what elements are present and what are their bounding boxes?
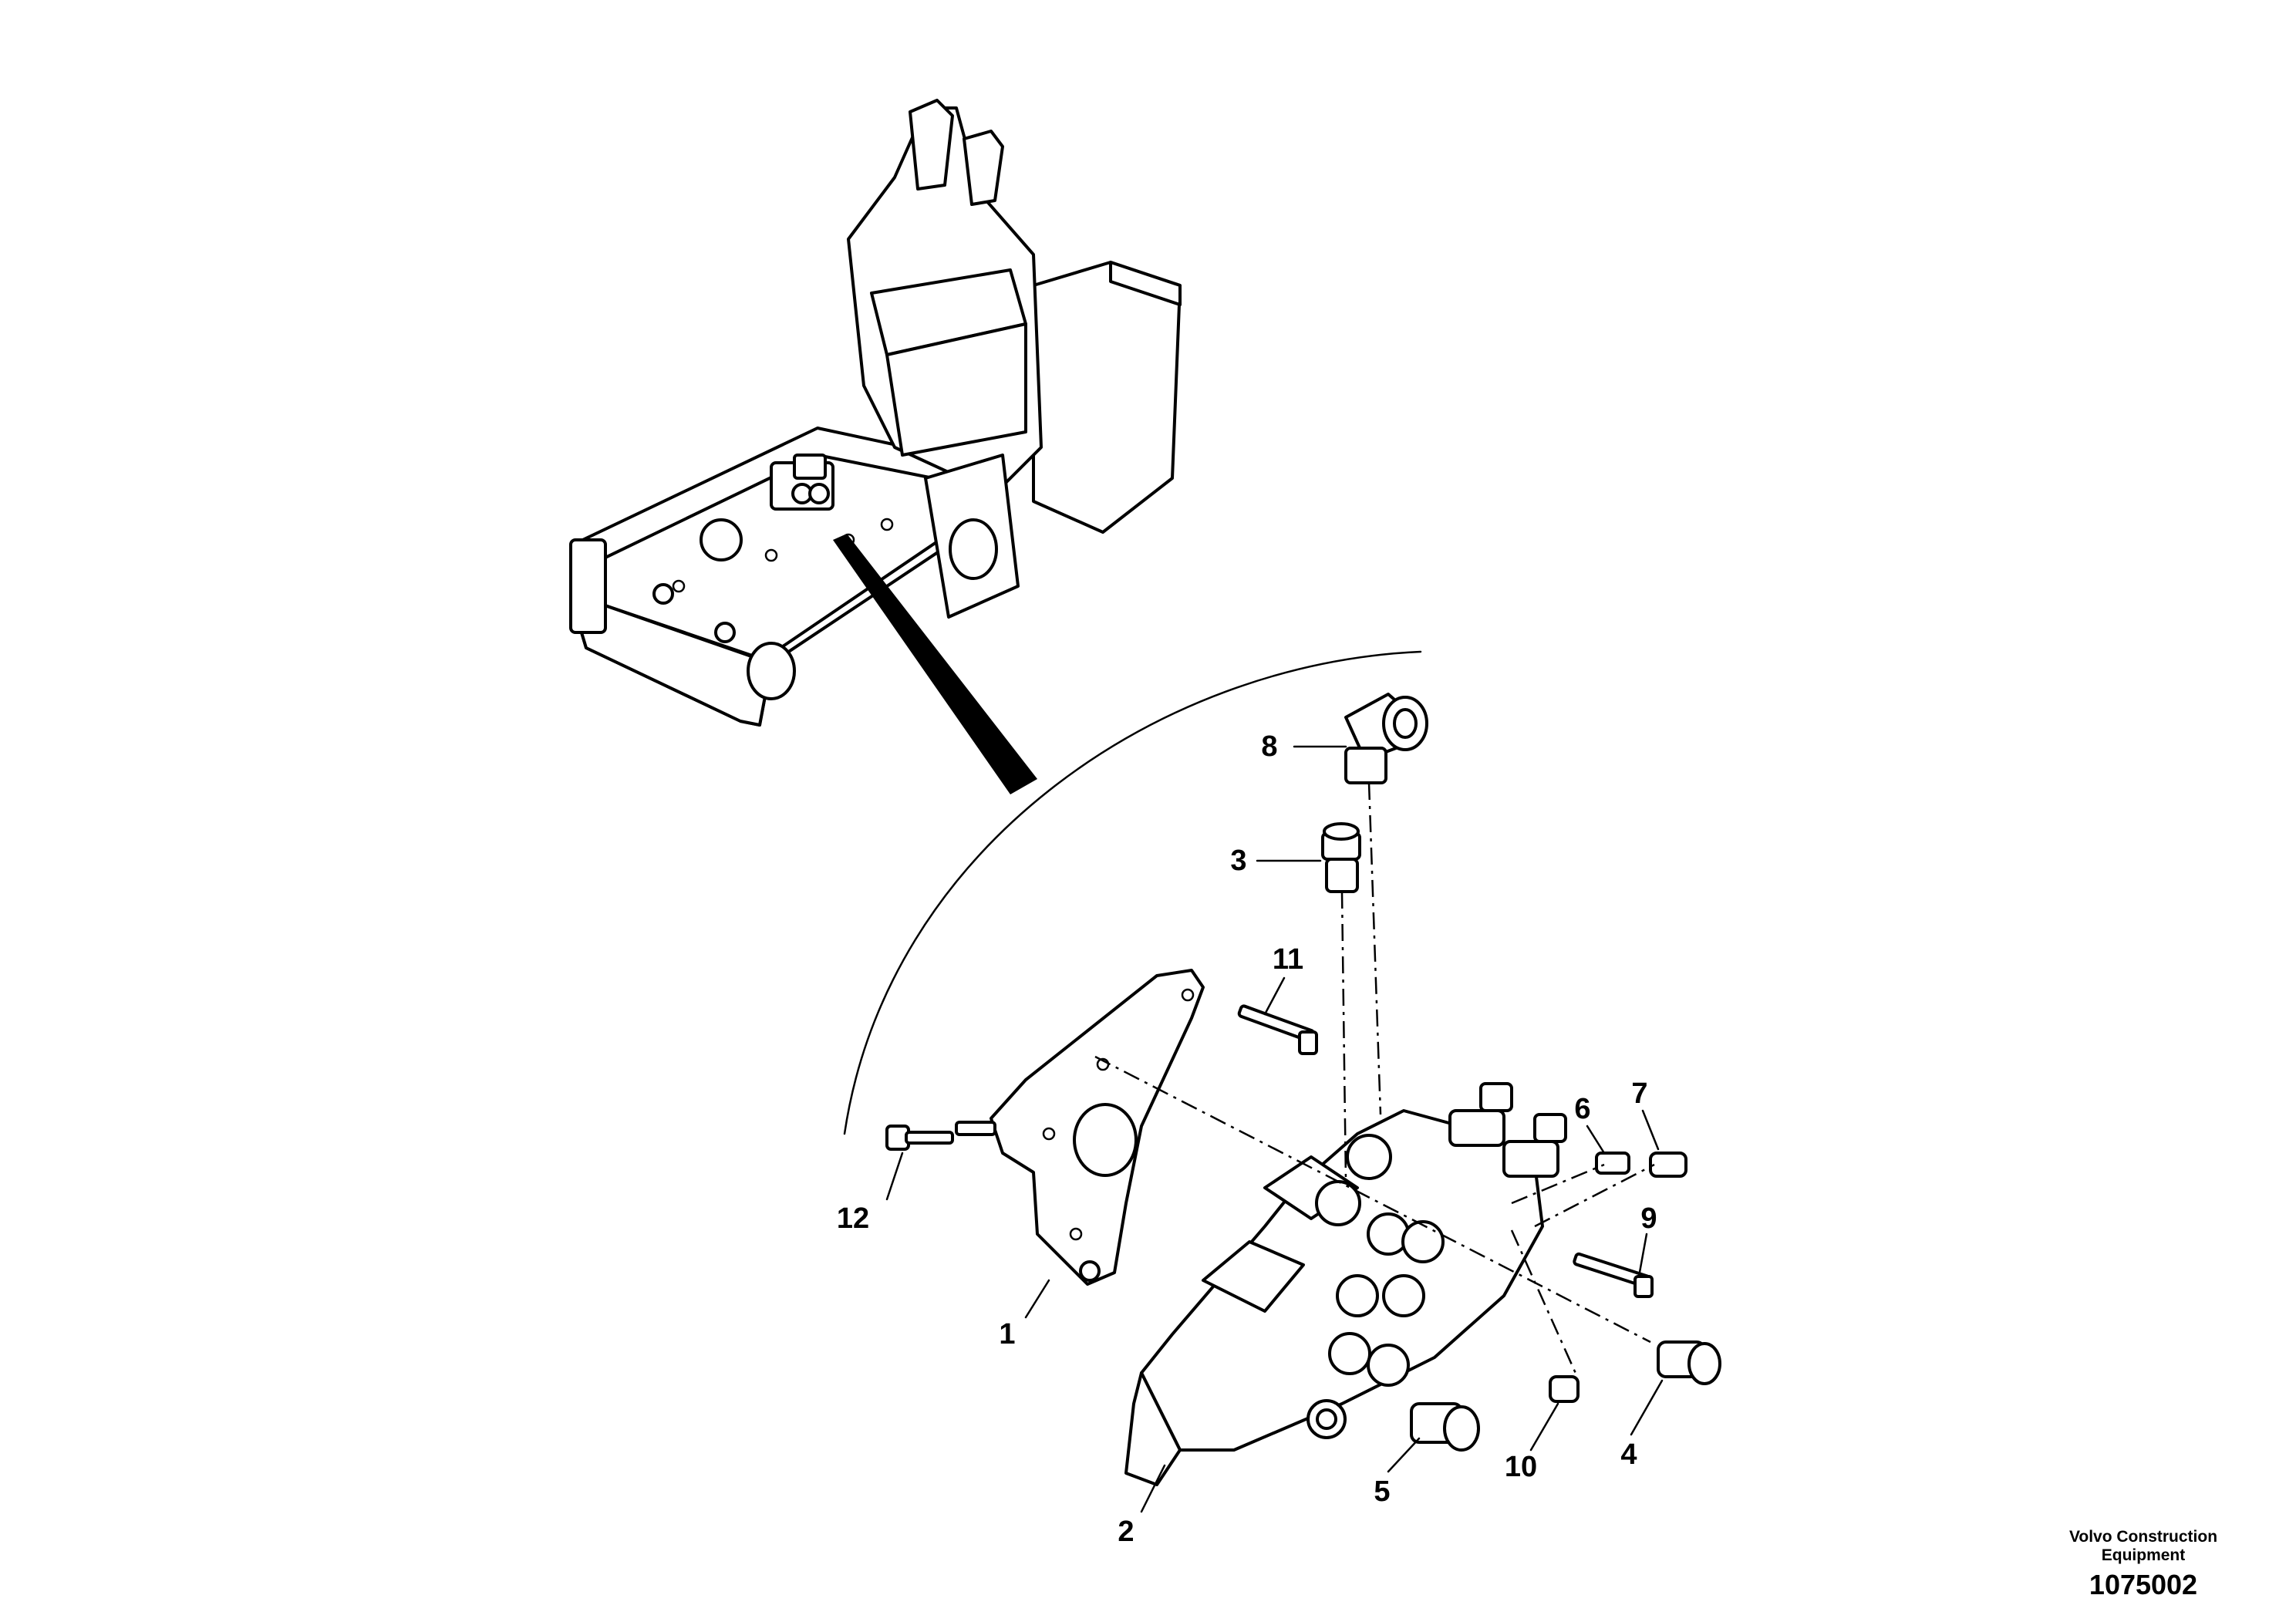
manufacturer-name-line2: Equipment	[2101, 1546, 2186, 1564]
detail-pointer	[833, 534, 1037, 794]
leader-lines	[885, 745, 1664, 1513]
plug-4	[1657, 1340, 1721, 1385]
callout-labels: 1 2 3 4 5 6 7 8 9 10 11 12	[837, 730, 1657, 1548]
callout-8: 8	[1261, 730, 1277, 763]
elbow-fitting-8	[1344, 693, 1428, 784]
control-valve	[1124, 1082, 1567, 1486]
mounting-bracket	[955, 969, 1205, 1286]
adapter-6	[1595, 1152, 1630, 1175]
manufacturer-name-line1: Volvo Construction	[2068, 1528, 2218, 1546]
cap-7	[1649, 1152, 1687, 1178]
valve-on-frame	[770, 454, 834, 511]
detail-boundary-arc	[843, 650, 1422, 1135]
callout-12: 12	[837, 1202, 869, 1235]
callout-10: 10	[1505, 1451, 1537, 1483]
plug-10	[1549, 1375, 1580, 1403]
bolt-11	[1237, 1004, 1318, 1055]
callout-3: 3	[1230, 845, 1246, 877]
callout-5: 5	[1374, 1475, 1390, 1508]
callout-7: 7	[1631, 1077, 1647, 1110]
callout-4: 4	[1620, 1438, 1637, 1471]
fitting-3	[1321, 822, 1361, 893]
callout-1: 1	[999, 1318, 1015, 1351]
assembly-lines	[1094, 782, 1655, 1378]
callout-6: 6	[1574, 1093, 1590, 1125]
detail-magnifier	[833, 534, 1422, 1135]
plug-5	[1410, 1402, 1480, 1452]
callout-11: 11	[1273, 943, 1303, 976]
drawing-number: 1075002	[2089, 1569, 2198, 1600]
machine-frame-overview	[569, 99, 1182, 727]
drawing-footer: Volvo Construction Equipment 1075002	[2051, 1528, 2236, 1602]
callout-2: 2	[1118, 1516, 1134, 1548]
callout-9: 9	[1640, 1202, 1657, 1235]
bolt-9	[1573, 1252, 1654, 1298]
bolt-12	[885, 1125, 954, 1151]
